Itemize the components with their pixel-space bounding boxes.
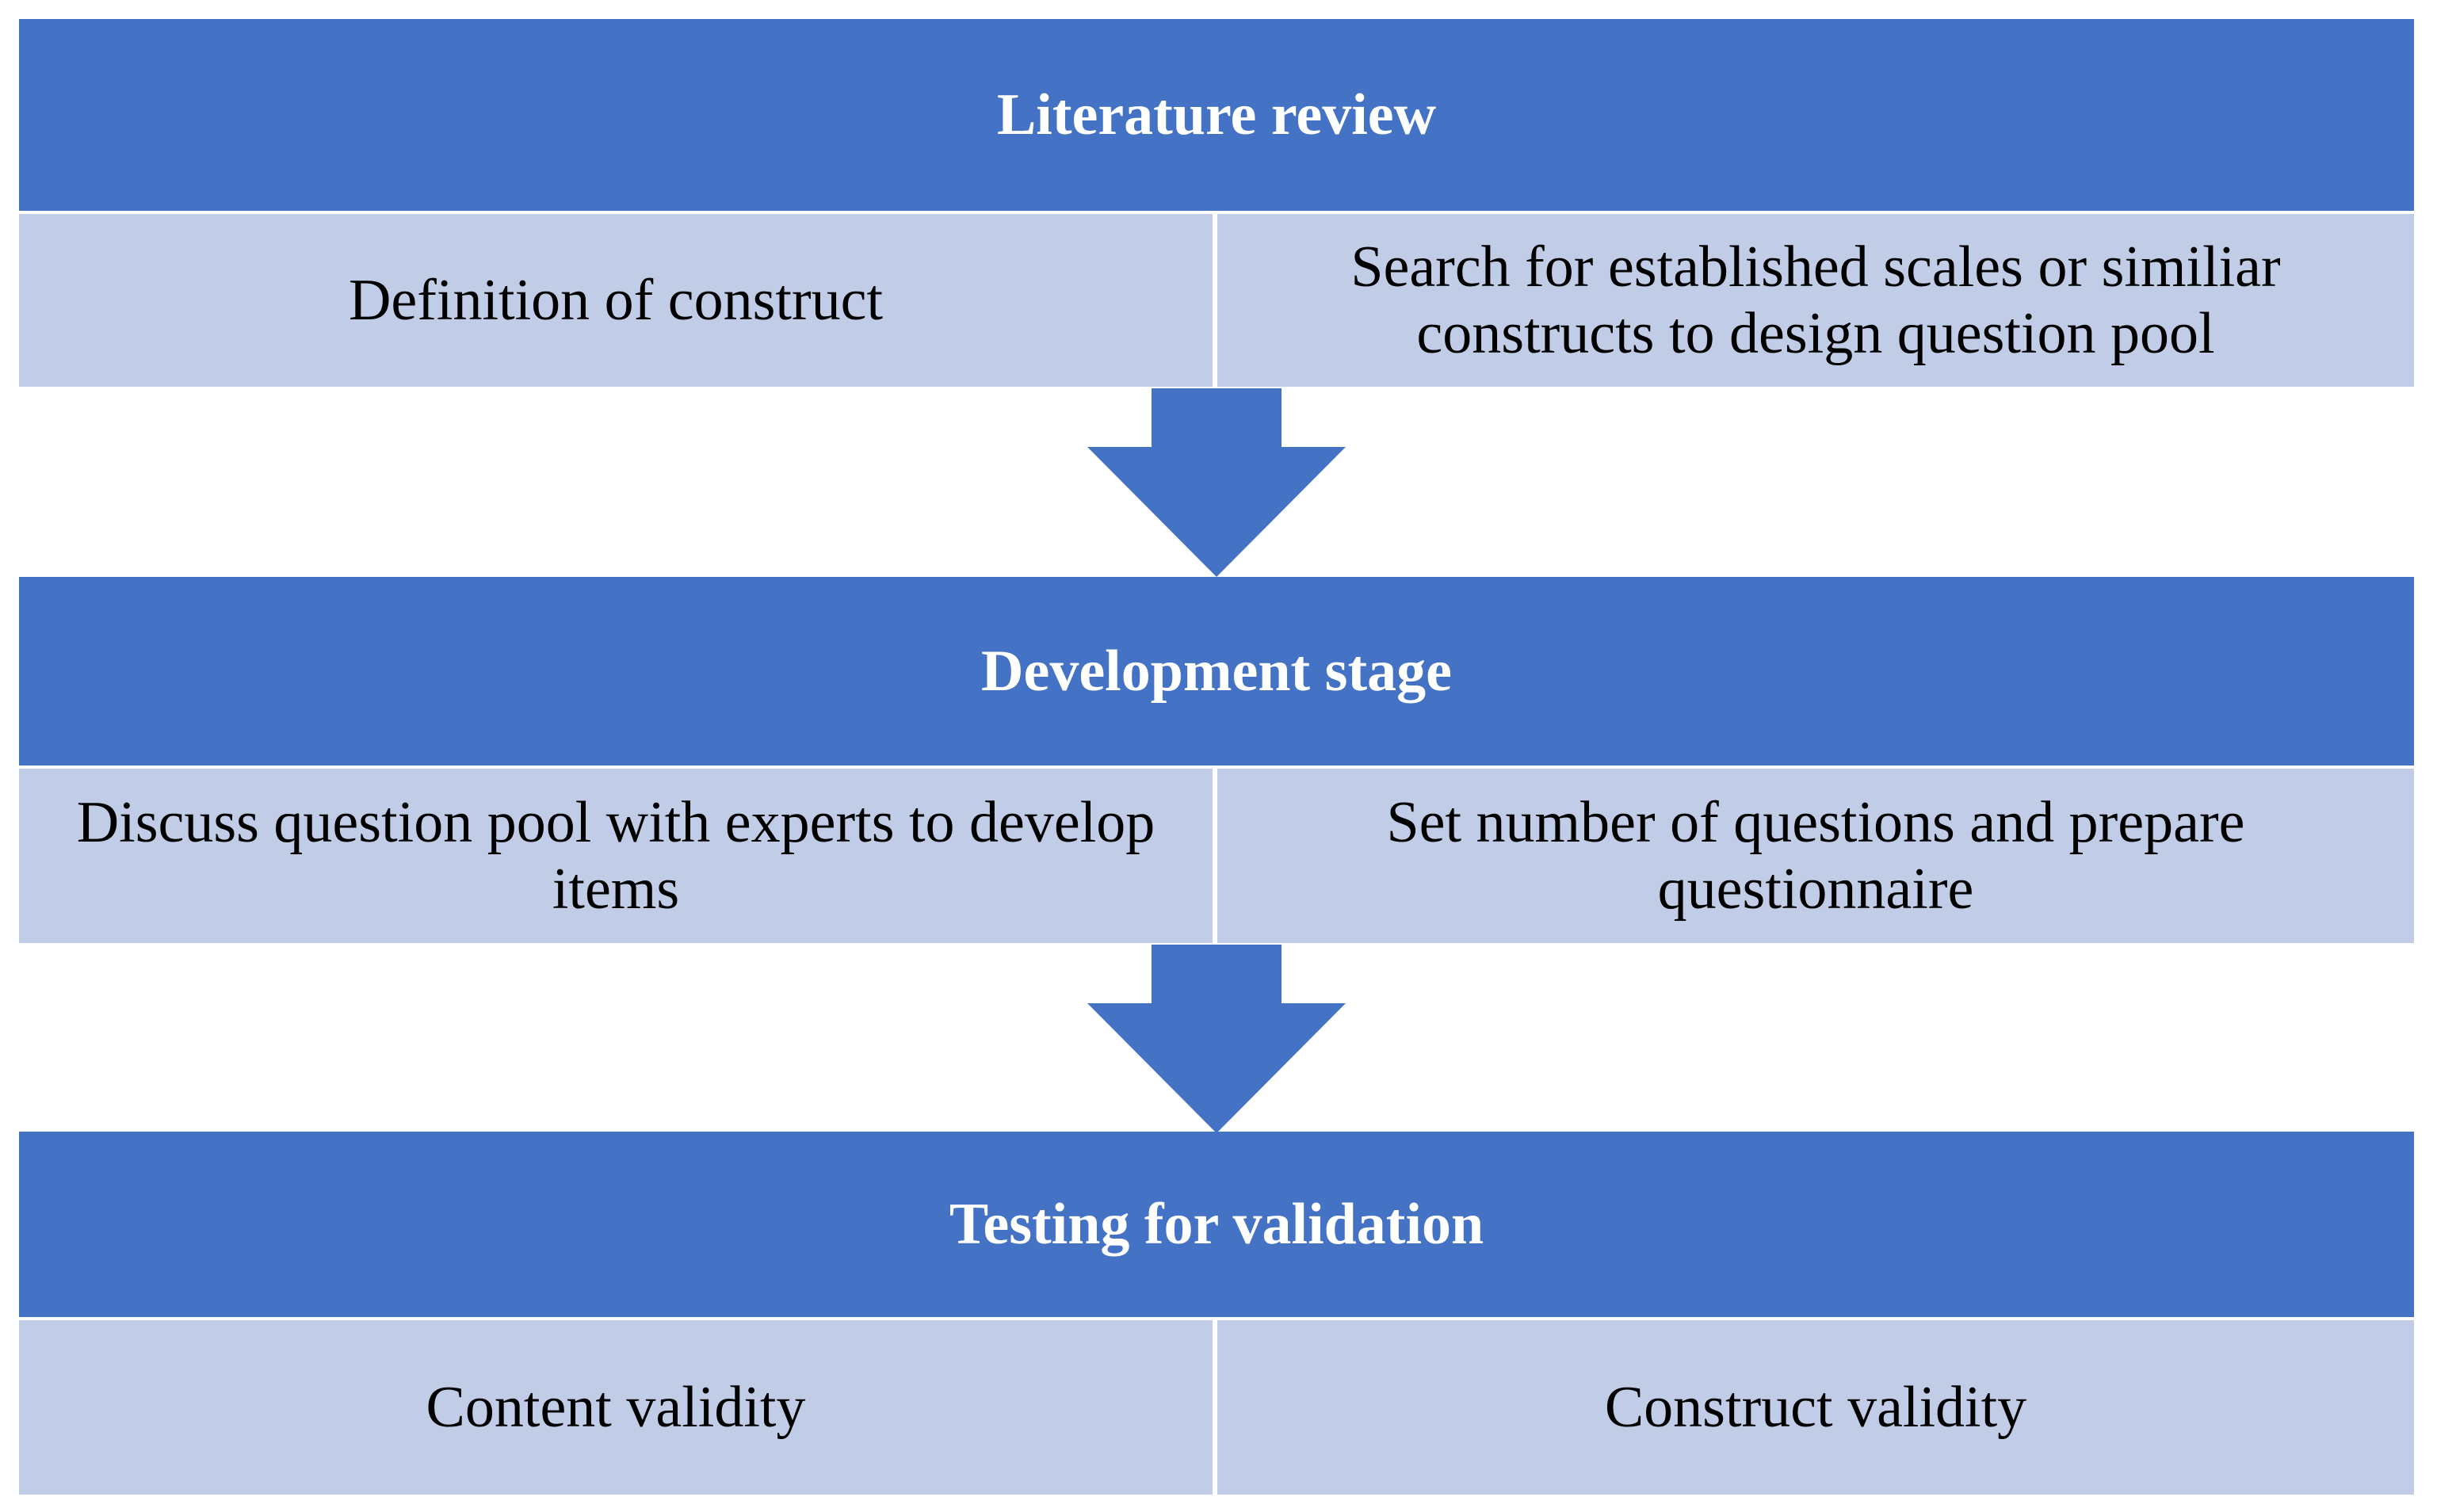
stage-2-left-cell: Discuss question pool with experts to de… xyxy=(19,769,1213,943)
stage-1-header: Literature review xyxy=(19,19,2414,211)
stage-3-left-text: Content validity xyxy=(426,1375,806,1440)
stage-1-left-text: Definition of construct xyxy=(348,268,884,333)
stage-2-left-text: Discuss question pool with experts to de… xyxy=(76,790,1155,922)
stage-1-right-cell: Search for established scales or similia… xyxy=(1217,214,2414,387)
stage-3-left-cell: Content validity xyxy=(19,1320,1213,1495)
stage-3-right-cell: Construct validity xyxy=(1217,1320,2414,1495)
stage-1-left-cell: Definition of construct xyxy=(19,214,1213,387)
stage-3-header: Testing for validation xyxy=(19,1132,2414,1317)
down-arrow-icon xyxy=(1087,945,1346,1133)
down-arrow-icon xyxy=(1087,388,1346,577)
stage-2-title: Development stage xyxy=(981,638,1452,704)
stage-2-right-text: Set number of questions and prepare ques… xyxy=(1386,790,2245,922)
arrow-shape xyxy=(1087,388,1346,577)
stage-1-title: Literature review xyxy=(996,82,1437,147)
arrow-shape xyxy=(1087,945,1346,1133)
stage-3-right-text: Construct validity xyxy=(1604,1375,2027,1440)
stage-3-title: Testing for validation xyxy=(949,1191,1484,1257)
stage-2-header: Development stage xyxy=(19,577,2414,766)
stage-2-right-cell: Set number of questions and prepare ques… xyxy=(1217,769,2414,943)
stage-1-right-text: Search for established scales or similia… xyxy=(1350,235,2281,366)
